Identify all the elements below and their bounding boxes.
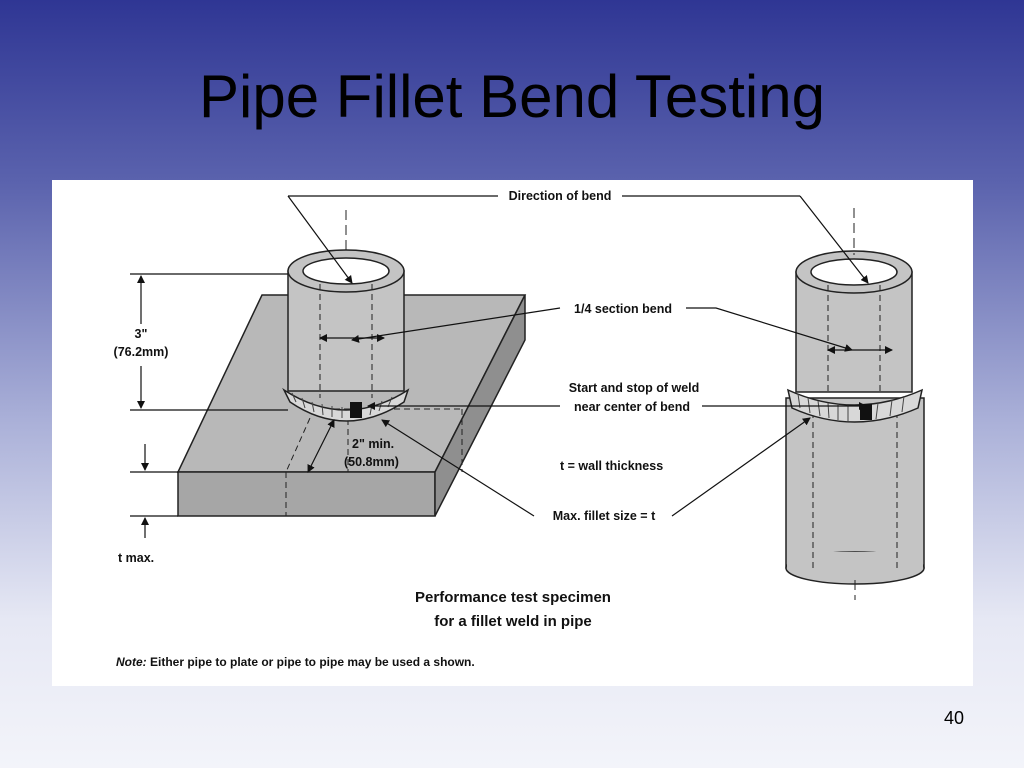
slide-title: Pipe Fillet Bend Testing — [199, 63, 825, 130]
note-text: Either pipe to plate or pipe to pipe may… — [147, 655, 475, 669]
label-direction-of-bend: Direction of bend — [509, 189, 612, 203]
leader-lines — [287, 195, 869, 517]
label-t-max: t max. — [118, 551, 154, 565]
dimension-lines — [130, 273, 335, 538]
note: Note: Either pipe to plate or pipe to pi… — [116, 655, 475, 669]
weld-specimen-diagram: Direction of bend 1/4 section bend Start… — [114, 187, 925, 669]
page-number: 40 — [943, 708, 964, 728]
label-start-stop-line2: near center of bend — [574, 400, 690, 414]
label-quarter-section-bend: 1/4 section bend — [574, 302, 672, 316]
figure-panel: Direction of bend 1/4 section bend Start… — [52, 180, 973, 686]
left-pipe — [282, 210, 410, 422]
label-dim-2in: 2" min. — [352, 437, 394, 451]
label-dim-3in: 3" — [135, 327, 148, 341]
note-prefix: Note: — [116, 655, 147, 669]
right-pipe-lower — [785, 397, 925, 600]
label-start-stop-line1: Start and stop of weld — [569, 381, 700, 395]
caption-line2: for a fillet weld in pipe — [434, 613, 592, 630]
label-dim-3in-mm: (76.2mm) — [114, 345, 169, 359]
label-max-fillet: Max. fillet size = t — [553, 509, 656, 523]
caption-line1: Performance test specimen — [415, 589, 611, 606]
label-dim-2in-mm: (50.8mm) — [344, 455, 399, 469]
right-pipe-upper — [786, 208, 924, 423]
label-wall-thickness: t = wall thickness — [560, 459, 663, 473]
